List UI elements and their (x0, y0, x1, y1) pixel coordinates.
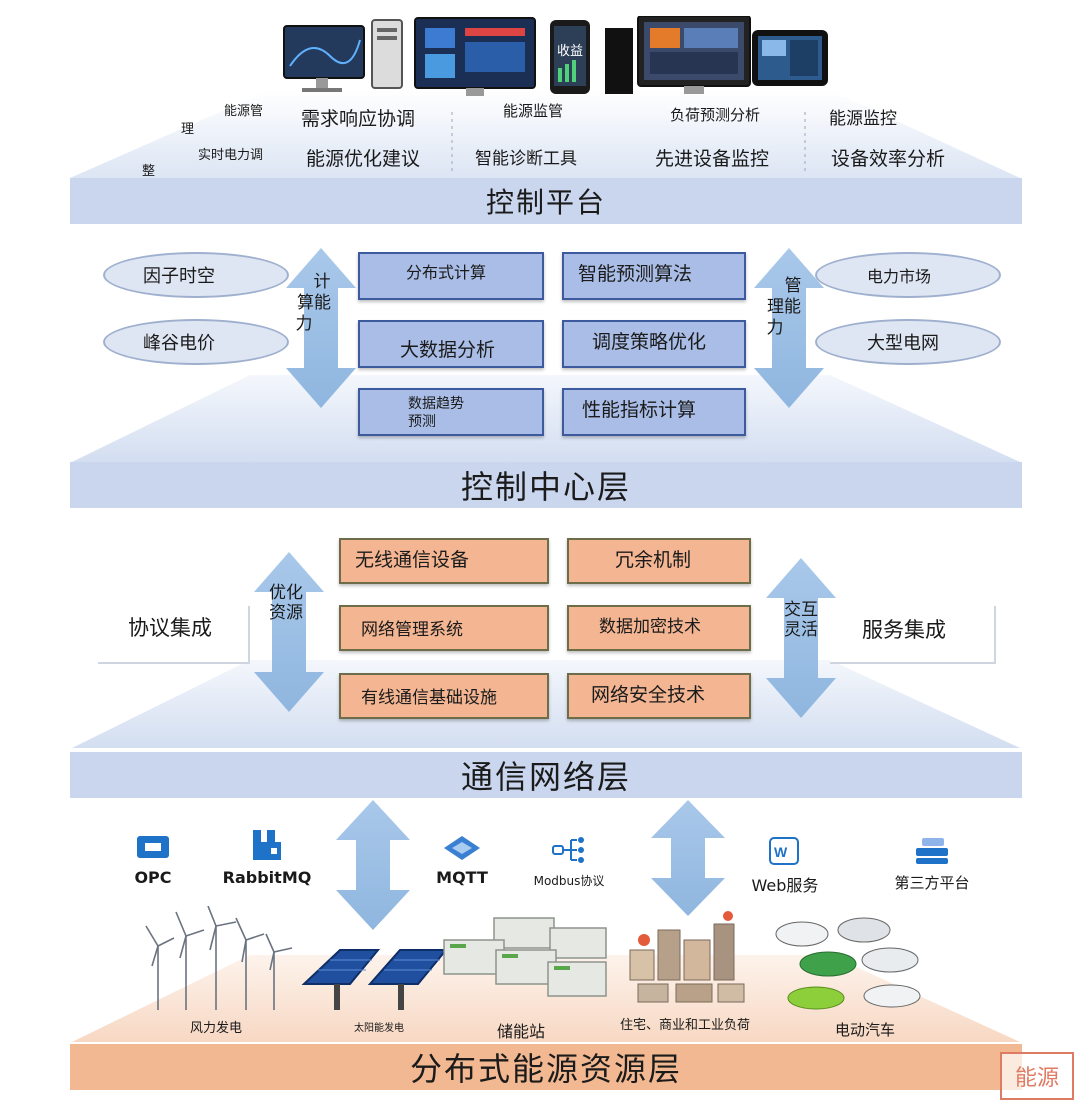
box-trend-forecast: 数据趋势预测 (358, 388, 544, 436)
storage-containers-illustration (443, 917, 607, 997)
label-demand-response: 需求响应协调 (301, 108, 416, 130)
source-solar: 太阳能发电 (354, 1023, 404, 1034)
protocol-rabbitmq: RabbitMQ (218, 828, 316, 887)
source-loads: 住宅、商业和工业负荷 (620, 1018, 751, 1033)
protocol-opc: OPC (128, 832, 178, 887)
control-platform-title: 控制平台 (70, 178, 1022, 224)
arrow-optimize-l2: 资源 (269, 603, 303, 623)
arrow-compute-l3: 力 (295, 314, 313, 334)
box-distributed-computing: 分布式计算 (358, 252, 544, 300)
arrow-optimize-l1: 优化 (269, 583, 303, 603)
box-redundancy: 冗余机制 (567, 538, 751, 584)
arrow-manage-l3: 力 (766, 318, 784, 338)
source-ev: 电动汽车 (835, 1021, 896, 1039)
protocol-mqtt: MQTT (430, 834, 494, 887)
arrow-compute-l2: 算能 (297, 293, 331, 313)
phone-screen-text: 收益 (557, 44, 584, 59)
label-efficiency: 设备效率分析 (831, 148, 946, 170)
service-integration-label: 服务集成 (862, 618, 946, 642)
label-load-forecast: 负荷预测分析 (670, 106, 761, 124)
protocol-third-party-label: 第三方平台 (894, 874, 970, 892)
service-integration-panel (830, 606, 996, 664)
comm-network-title: 通信网络层 (70, 752, 1022, 798)
arrow-manage-l2: 理能 (767, 297, 801, 317)
double-arrow-down-right (651, 800, 725, 916)
label-realtime-a: 实时电力调 (198, 148, 264, 163)
double-arrow-down-left (336, 800, 410, 930)
rabbitmq-icon (253, 830, 281, 860)
arrow-interact-l1: 交互 (784, 600, 818, 620)
protocol-third-party: 第三方平台 (886, 836, 978, 893)
solar-panels-illustration (301, 949, 449, 1010)
box-big-data: 大数据分析 (358, 320, 544, 368)
arrow-interact-l2: 灵活 (784, 620, 818, 640)
double-arrow-interact (766, 558, 836, 718)
label-energy-opt: 能源优化建议 (306, 148, 421, 170)
watermark-seal: 能源 (1000, 1052, 1074, 1100)
protocol-web-service-label: Web服务 (751, 876, 819, 895)
ellipse-peak-valley: 峰谷电价 (103, 319, 289, 365)
protocol-mqtt-label: MQTT (436, 868, 488, 887)
distributed-title: 分布式能源资源层 (70, 1044, 1022, 1090)
box-network-mgmt: 网络管理系统 (339, 605, 549, 651)
double-arrow-manage (754, 248, 824, 408)
box-wired-infra: 有线通信基础设施 (339, 673, 549, 719)
label-diag-tool: 智能诊断工具 (475, 149, 577, 169)
label-energy-mgmt-a: 能源管 (224, 104, 264, 119)
box-performance-calc: 性能指标计算 (562, 388, 746, 436)
double-arrow-compute (286, 248, 356, 408)
modbus-icon (552, 837, 584, 863)
city-loads-illustration (629, 911, 745, 1003)
svg-text:W: W (774, 844, 788, 860)
protocol-modbus: Modbus协议 (528, 834, 610, 889)
monitor-icon (283, 15, 828, 96)
box-dispatch-opt: 调度策略优化 (562, 320, 746, 368)
arrow-compute-l1: 计 (313, 272, 331, 292)
ellipse-large-grid: 大型电网 (815, 319, 1001, 365)
label-energy-monitor: 能源监管 (503, 102, 564, 120)
protocol-integration-panel (98, 606, 250, 664)
label-energy-mgmt-b: 理 (181, 122, 195, 137)
box-data-encrypt: 数据加密技术 (567, 605, 751, 651)
arrow-manage-l1: 管 (784, 276, 802, 296)
source-storage: 储能站 (497, 1022, 546, 1041)
watermark-text: 能源 (1014, 1066, 1059, 1091)
box-wireless: 无线通信设备 (339, 538, 549, 584)
box-network-security: 网络安全技术 (567, 673, 751, 719)
protocol-modbus-label: Modbus协议 (533, 874, 605, 888)
double-arrow-optimize (254, 552, 324, 712)
ellipse-power-market: 电力市场 (815, 252, 1001, 298)
opc-icon (137, 836, 169, 858)
label-adv-monitor: 先进设备监控 (655, 148, 770, 170)
electric-cars-illustration (775, 917, 921, 1010)
third-party-icon (916, 838, 948, 864)
device-group (280, 15, 840, 100)
ellipse-factor-space: 因子时空 (103, 252, 289, 298)
control-center-title: 控制中心层 (70, 462, 1022, 508)
source-wind: 风力发电 (190, 1021, 243, 1036)
box-smart-algorithm: 智能预测算法 (562, 252, 746, 300)
protocol-integration-label: 协议集成 (128, 616, 212, 640)
protocol-rabbitmq-label: RabbitMQ (222, 868, 312, 887)
web-service-icon: W (769, 837, 799, 865)
label-realtime-b: 整 (142, 164, 156, 179)
wind-turbines-illustration (145, 906, 293, 1010)
protocol-web-service: W Web服务 (743, 836, 827, 896)
mqtt-icon (444, 836, 480, 860)
protocol-opc-label: OPC (134, 868, 172, 887)
label-energy-watch: 能源监控 (829, 109, 897, 129)
